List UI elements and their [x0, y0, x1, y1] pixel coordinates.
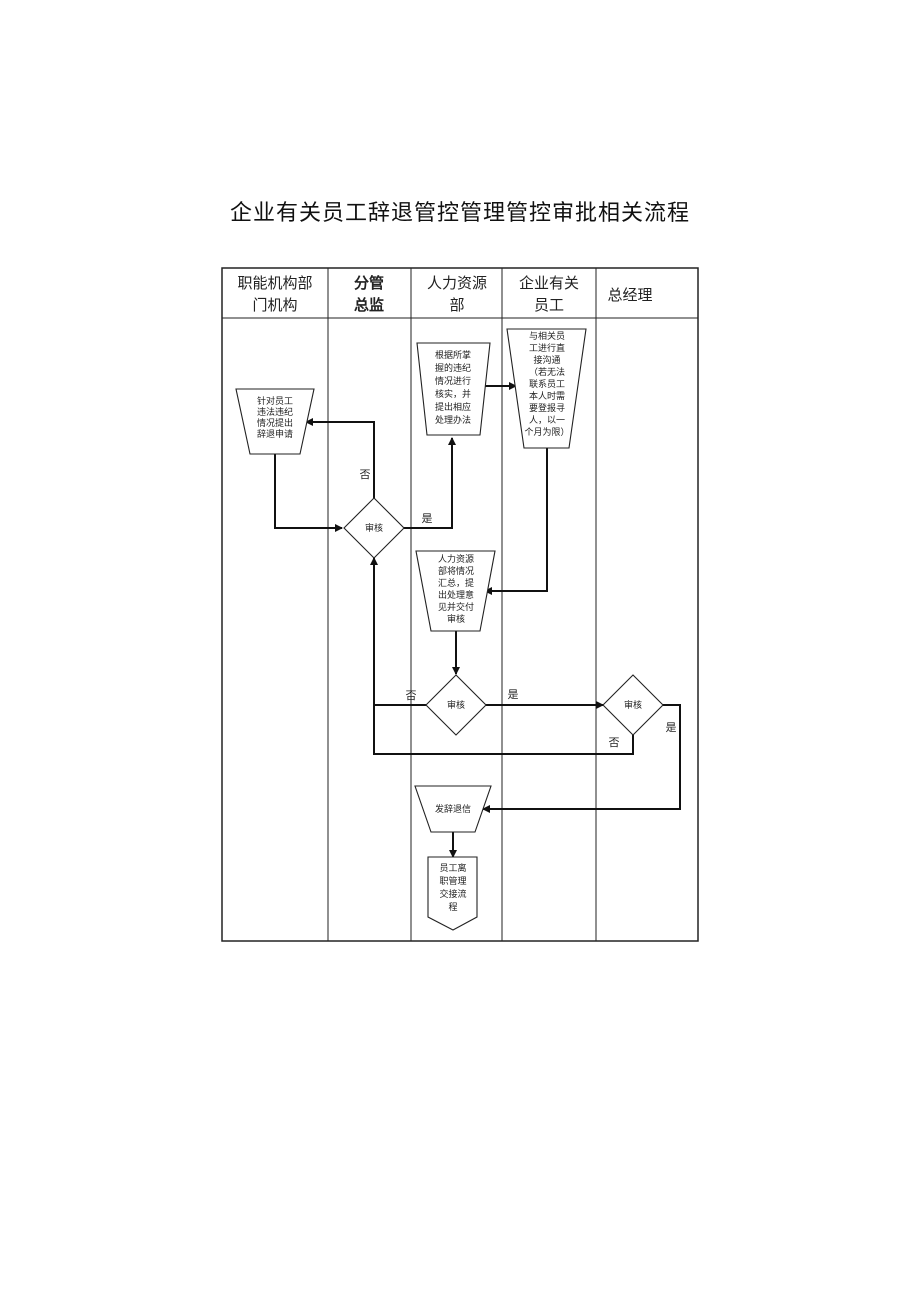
node-label-handover-3: 程 — [448, 902, 457, 913]
node-label-employee-comm-1: 工进行直 — [529, 342, 565, 354]
lane-header-dept-line1: 职能机构部 — [237, 274, 312, 292]
node-label-hr-verify-0: 根据所掌 — [435, 349, 471, 361]
node-label-dismiss-letter-0: 发辞退信 — [435, 803, 471, 815]
edge-request-to-review1 — [274, 454, 343, 532]
node-label-hr-verify-1: 握的违纪 — [435, 362, 471, 374]
edges — [274, 382, 681, 858]
lane-header-employee-line2: 员工 — [534, 296, 564, 314]
node-label-hr-verify-5: 处理办法 — [435, 414, 471, 426]
edge-review2-no — [370, 557, 426, 706]
lane-header-director-line2: 总监 — [354, 296, 384, 314]
node-label-handover-1: 职管理 — [439, 875, 466, 887]
lane-header-employee-line1: 企业有关 — [519, 274, 579, 292]
edge-review1-yes — [404, 437, 456, 529]
node-label-employee-comm-8: 个月为限） — [524, 426, 569, 438]
node-label-dept-request-3: 辞退申请 — [257, 428, 293, 440]
node-dismiss-letter: 发辞退信 — [414, 785, 492, 833]
node-label-review3-0: 审核 — [624, 699, 642, 711]
edge-comm-to-summary — [484, 448, 548, 595]
node-label-hr-summary-2: 汇总，提 — [438, 577, 474, 589]
node-review1: 审核 — [343, 497, 405, 559]
node-label-hr-verify-4: 提出相应 — [435, 401, 471, 413]
node-label-hr-summary-3: 出处理意 — [438, 589, 474, 601]
edge-review3-yes — [482, 704, 681, 813]
node-label-hr-summary-5: 审核 — [447, 613, 465, 625]
lane-header-hr-line2: 部 — [449, 296, 464, 314]
node-label-employee-comm-4: 联系员工 — [529, 379, 565, 390]
edge-label-no-1: 否 — [360, 468, 371, 481]
node-label-hr-summary-0: 人力资源 — [438, 553, 474, 565]
node-label-employee-comm-6: 要登报寻 — [529, 402, 565, 414]
edge-label-no-2: 否 — [406, 689, 417, 702]
edge-review1-no — [305, 418, 375, 498]
edge-label-yes-3: 是 — [666, 721, 677, 734]
lane-header-gm-line1: 总经理 — [607, 286, 652, 304]
edge-review3-no — [373, 705, 634, 755]
node-label-hr-verify-2: 情况进行 — [435, 375, 471, 387]
lane-header-director: 分管 总监 — [354, 274, 384, 314]
lane-header-employee: 企业有关 员工 — [519, 274, 579, 314]
lane-header-gm: 总经理 — [607, 286, 652, 304]
lane-header-dept-line2: 门机构 — [252, 296, 297, 314]
node-label-handover-2: 交接流 — [439, 888, 466, 900]
node-label-employee-comm-2: 接沟通 — [533, 354, 560, 366]
node-label-review1-0: 审核 — [365, 522, 383, 534]
edge-label-no-3: 否 — [609, 736, 620, 749]
edge-label-yes-2: 是 — [508, 688, 519, 701]
node-label-dept-request-2: 情况提出 — [257, 417, 293, 429]
node-label-handover-0: 员工离 — [439, 862, 466, 874]
swimlane-grid — [221, 267, 699, 942]
node-label-hr-summary-1: 部将情况 — [438, 565, 474, 577]
node-label-employee-comm-0: 与相关员 — [529, 330, 565, 342]
node-label-dept-request-0: 针对员工 — [257, 395, 293, 407]
node-review3: 审核 — [602, 674, 664, 736]
node-label-employee-comm-5: 本人时需 — [529, 390, 565, 402]
edge-label-yes-1: 是 — [422, 512, 433, 525]
page-title: 企业有关员工辞退管控管理管控审批相关流程 — [229, 201, 690, 226]
node-label-hr-verify-3: 核实，并 — [435, 388, 471, 400]
node-label-employee-comm-7: 人，以一 — [529, 415, 565, 426]
node-review2: 审核 — [425, 674, 487, 736]
lane-header-hr-line1: 人力资源 — [427, 274, 487, 292]
node-label-dept-request-1: 违法违纪 — [257, 406, 293, 418]
lane-header-dept: 职能机构部 门机构 — [237, 274, 312, 314]
lane-header-hr: 人力资源 部 — [427, 274, 487, 314]
lane-header-director-line1: 分管 — [354, 274, 384, 292]
node-label-review2-0: 审核 — [447, 699, 465, 711]
node-label-hr-summary-4: 见并交付 — [438, 601, 474, 613]
node-label-employee-comm-3: （若无法 — [529, 366, 565, 378]
